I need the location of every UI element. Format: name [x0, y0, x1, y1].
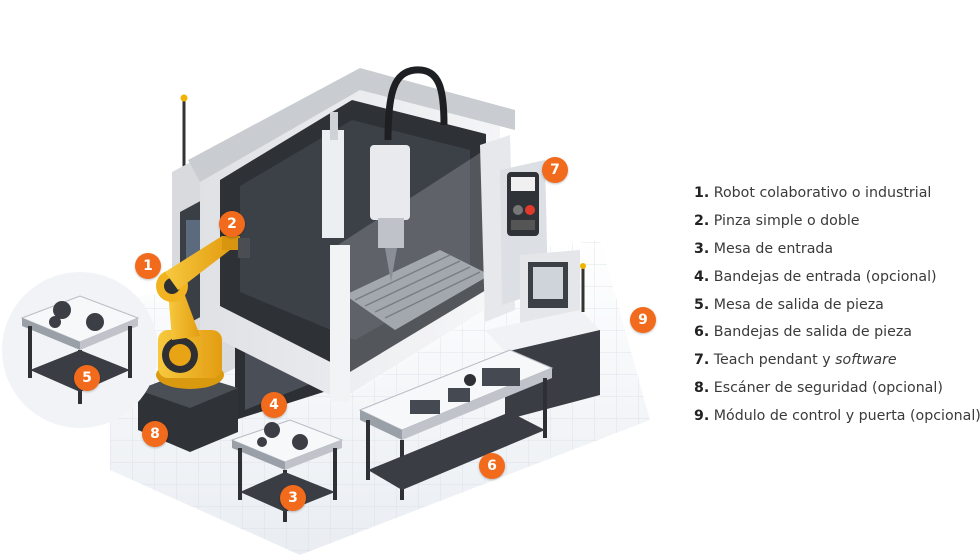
legend-item: 8. Escáner de seguridad (opcional) — [694, 375, 980, 403]
legend-text: Módulo de control y puerta (opcional) — [714, 408, 980, 424]
marker-6: 6 — [479, 453, 505, 479]
legend-item: 6. Bandejas de salida de pieza — [694, 319, 980, 347]
legend-number: 7. — [694, 352, 709, 368]
legend-item: 5. Mesa de salida de pieza — [694, 292, 980, 320]
marker-3: 3 — [280, 485, 306, 511]
legend-number: 4. — [694, 269, 709, 285]
legend-item: 4. Bandejas de entrada (opcional) — [694, 264, 980, 292]
legend-text: Mesa de entrada — [714, 241, 833, 257]
legend-number: 1. — [694, 185, 709, 201]
legend-number: 5. — [694, 297, 709, 313]
legend-list: 1. Robot colaborativo o industrial 2. Pi… — [694, 180, 980, 431]
legend-number: 8. — [694, 380, 709, 396]
legend-number: 6. — [694, 324, 709, 340]
legend-text: Bandejas de salida de pieza — [714, 324, 912, 340]
legend-item: 2. Pinza simple o doble — [694, 208, 980, 236]
legend-text: Mesa de salida de pieza — [714, 297, 884, 313]
marker-9: 9 — [630, 307, 656, 333]
legend-emphasis: software — [835, 352, 897, 368]
legend-number: 9. — [694, 408, 709, 424]
legend-number: 2. — [694, 213, 709, 229]
legend-number: 3. — [694, 241, 709, 257]
legend-text: Robot colaborativo o industrial — [714, 185, 932, 201]
legend-item: 9. Módulo de control y puerta (opcional) — [694, 403, 980, 431]
marker-2: 2 — [219, 211, 245, 237]
scanner-antenna — [181, 95, 188, 173]
legend-item: 7. Teach pendant y software — [694, 347, 980, 375]
marker-1: 1 — [135, 253, 161, 279]
output-table-zoom — [2, 272, 158, 428]
marker-4: 4 — [261, 392, 287, 418]
legend-item: 3. Mesa de entrada — [694, 236, 980, 264]
marker-5: 5 — [74, 365, 100, 391]
legend-text: Teach pendant y — [714, 352, 835, 368]
legend-item: 1. Robot colaborativo o industrial — [694, 180, 980, 208]
marker-8: 8 — [142, 421, 168, 447]
legend-text: Bandejas de entrada (opcional) — [714, 269, 937, 285]
legend-text: Escáner de seguridad (opcional) — [714, 380, 943, 396]
marker-7: 7 — [542, 157, 568, 183]
legend-text: Pinza simple o doble — [714, 213, 860, 229]
